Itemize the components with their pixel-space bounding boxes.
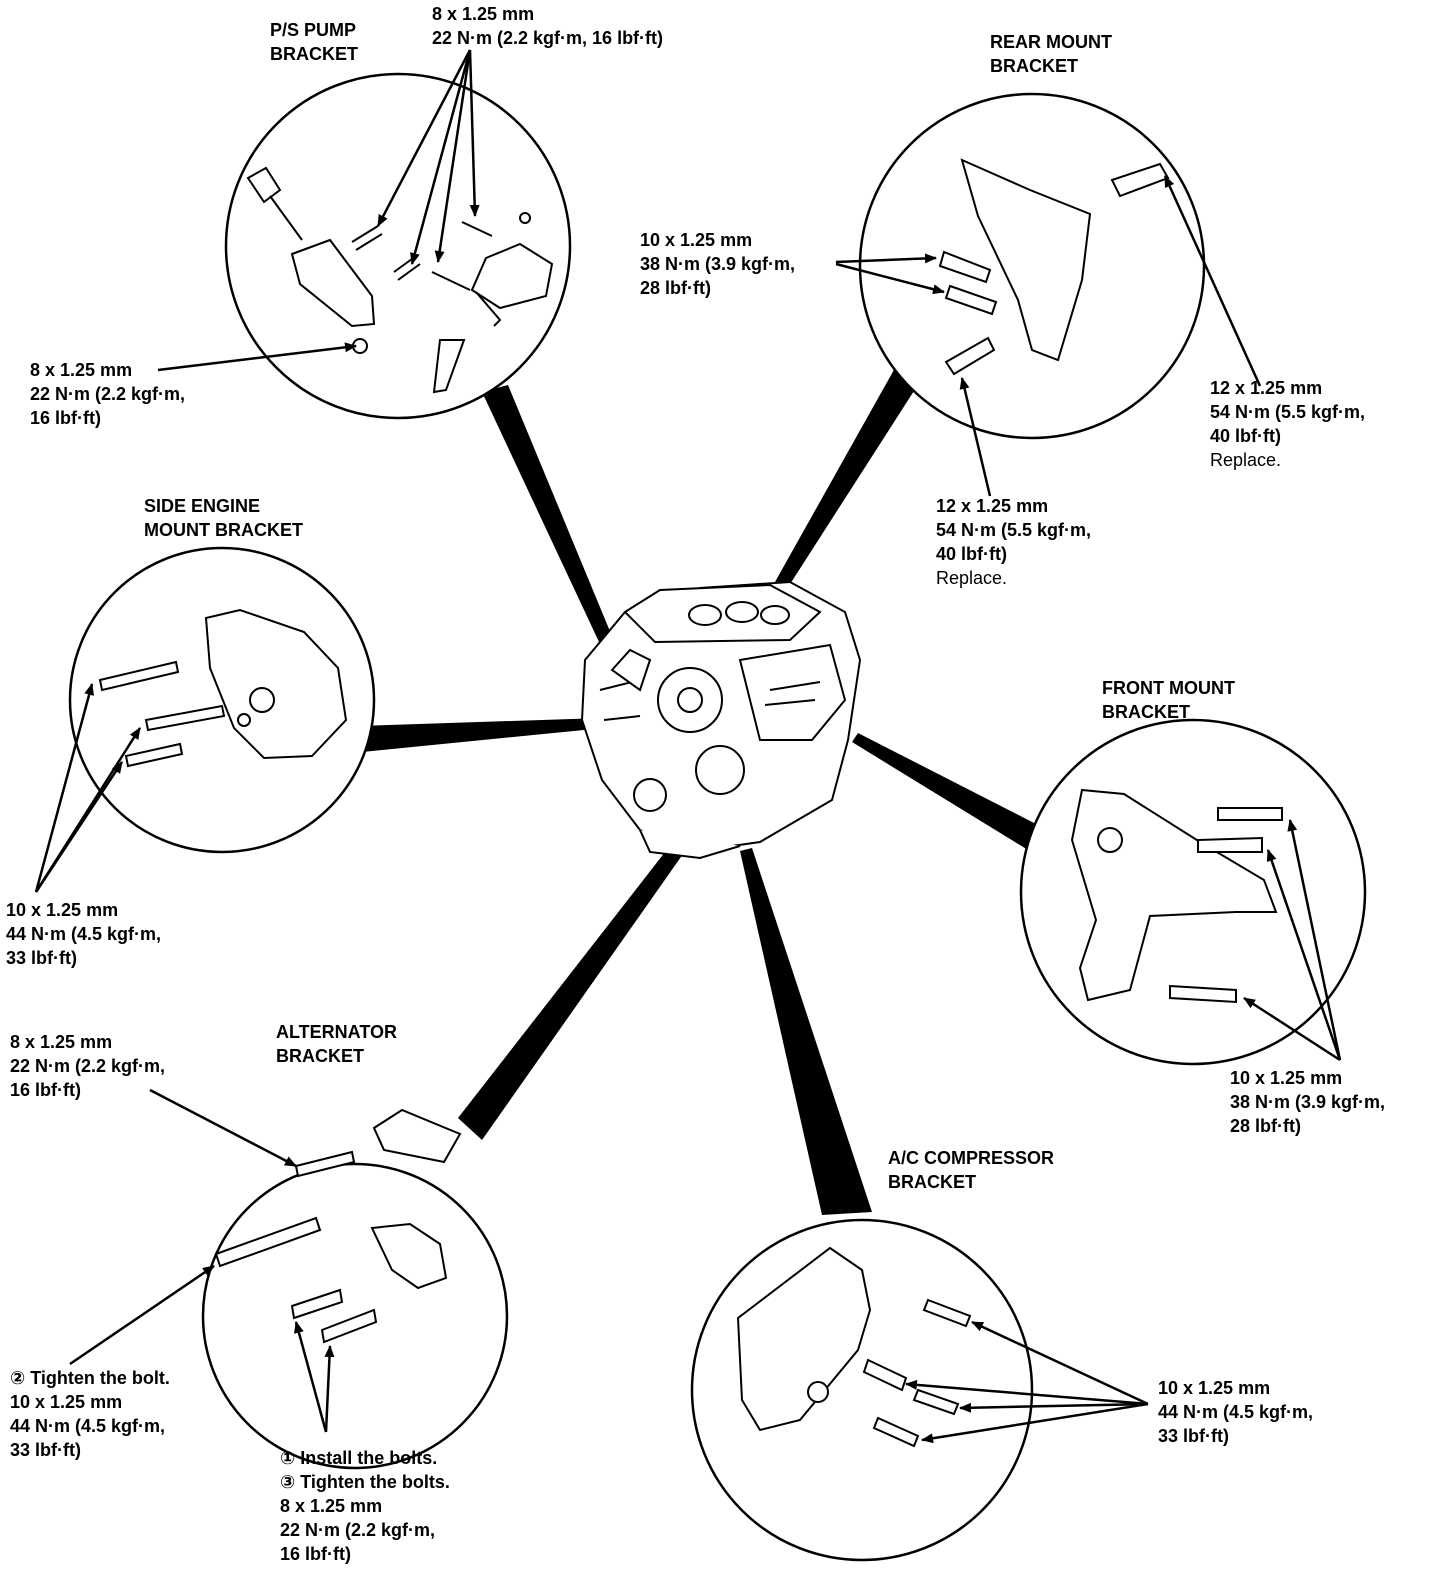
alternator-top-spec-lbf: 16 lbf·ft) xyxy=(10,1080,81,1100)
ac-compressor-spec-torque: 44 N·m (4.5 kgf·m, xyxy=(1158,1402,1314,1422)
alternator-top-spec-torque: 22 N·m (2.2 kgf·m, xyxy=(10,1056,166,1076)
wedge-alternator xyxy=(458,784,728,1140)
ps-pump-top-torque-spec: 8 x 1.25 mm 22 N·m (2.2 kgf·m, 16 lbf·ft… xyxy=(432,2,663,50)
front-mount-title-line-1: FRONT MOUNT xyxy=(1102,678,1235,698)
rear-mount-lower-spec-size: 12 x 1.25 mm xyxy=(936,496,1049,516)
ac-compressor-title-line-2: BRACKET xyxy=(888,1172,976,1192)
ps-pump-title-line-2: BRACKET xyxy=(270,44,358,64)
side-mount-parts xyxy=(98,608,348,768)
alternator-step13-size: 8 x 1.25 mm xyxy=(280,1496,383,1516)
rear-mount-left-spec-torque: 38 N·m (3.9 kgf·m, xyxy=(640,254,796,274)
front-mount-title-line-2: BRACKET xyxy=(1102,702,1190,722)
leader-arrows xyxy=(34,49,1342,1444)
ps-pump-top-spec-torque: 22 N·m (2.2 kgf·m, 16 lbf·ft) xyxy=(432,28,664,48)
rear-mount-lower-spec-torque: 54 N·m (5.5 kgf·m, xyxy=(936,520,1092,540)
rear-mount-title-line-1: REAR MOUNT xyxy=(990,32,1112,52)
alternator-step2-lbf: 33 lbf·ft) xyxy=(10,1440,81,1460)
alternator-step2-torque-spec: ② Tighten the bolt. 10 x 1.25 mm 44 N·m … xyxy=(10,1366,170,1462)
ps-pump-left-spec-torque: 22 N·m (2.2 kgf·m, xyxy=(30,384,186,404)
alternator-top-torque-spec: 8 x 1.25 mm 22 N·m (2.2 kgf·m, 16 lbf·ft… xyxy=(10,1030,165,1102)
rear-mount-lower-spec-replace: Replace. xyxy=(936,568,1008,588)
wedge-side-mount xyxy=(358,718,604,752)
connector-wedges xyxy=(358,368,1038,1215)
front-mount-spec-lbf: 28 lbf·ft) xyxy=(1230,1116,1301,1136)
wedge-front-mount xyxy=(852,733,1038,850)
alternator-top-spec-size: 8 x 1.25 mm xyxy=(10,1032,113,1052)
ps-pump-bracket-title: P/S PUMP BRACKET xyxy=(270,18,358,66)
side-mount-torque-spec: 10 x 1.25 mm 44 N·m (4.5 kgf·m, 33 lbf·f… xyxy=(6,898,161,970)
ac-compressor-spec-lbf: 33 lbf·ft) xyxy=(1158,1426,1229,1446)
alternator-step2-size: 10 x 1.25 mm xyxy=(10,1392,123,1412)
rear-mount-right-spec-replace: Replace. xyxy=(1210,450,1282,470)
ps-pump-top-spec-size: 8 x 1.25 mm xyxy=(432,4,535,24)
ac-compressor-spec-size: 10 x 1.25 mm xyxy=(1158,1378,1271,1398)
rear-mount-title-line-2: BRACKET xyxy=(990,56,1078,76)
alternator-title-line-2: BRACKET xyxy=(276,1046,364,1066)
alternator-step13-torque: 22 N·m (2.2 kgf·m, xyxy=(280,1520,436,1540)
front-mount-spec-size: 10 x 1.25 mm xyxy=(1230,1068,1343,1088)
alternator-step1-instruction: ① Install the bolts. xyxy=(280,1448,438,1468)
wedge-ac-compressor xyxy=(740,848,872,1215)
wedge-rear-mount xyxy=(766,368,921,606)
side-engine-mount-bracket-title: SIDE ENGINE MOUNT BRACKET xyxy=(144,494,303,542)
wedge-ps-pump xyxy=(482,385,626,674)
alternator-step13-torque-spec: ① Install the bolts. ③ Tighten the bolts… xyxy=(280,1446,450,1566)
rear-mount-left-spec-size: 10 x 1.25 mm xyxy=(640,230,753,250)
alternator-bracket-title: ALTERNATOR BRACKET xyxy=(276,1020,397,1068)
rear-mount-right-spec-lbf: 40 lbf·ft) xyxy=(1210,426,1281,446)
alternator-parts xyxy=(214,1108,462,1344)
rear-mount-left-spec-lbf: 28 lbf·ft) xyxy=(640,278,711,298)
side-mount-title-line-2: MOUNT BRACKET xyxy=(144,520,303,540)
ps-pump-title-line-1: P/S PUMP xyxy=(270,20,357,40)
ac-compressor-bracket-title: A/C COMPRESSOR BRACKET xyxy=(888,1146,1054,1194)
rear-mount-right-spec-size: 12 x 1.25 mm xyxy=(1210,378,1323,398)
alternator-step2-torque: 44 N·m (4.5 kgf·m, xyxy=(10,1416,166,1436)
side-mount-spec-size: 10 x 1.25 mm xyxy=(6,900,119,920)
alternator-step13-lbf: 16 lbf·ft) xyxy=(280,1544,351,1564)
front-mount-torque-spec: 10 x 1.25 mm 38 N·m (3.9 kgf·m, 28 lbf·f… xyxy=(1230,1066,1385,1138)
circle-ps-pump xyxy=(224,72,572,420)
front-mount-parts xyxy=(1070,788,1283,1004)
ps-pump-parts xyxy=(246,166,554,394)
ac-compressor-parts xyxy=(736,1246,972,1448)
ps-pump-left-spec-size: 8 x 1.25 mm xyxy=(30,360,133,380)
rear-mount-left-torque-spec: 10 x 1.25 mm 38 N·m (3.9 kgf·m, 28 lbf·f… xyxy=(640,228,795,300)
rear-mount-lower-torque-spec: 12 x 1.25 mm 54 N·m (5.5 kgf·m, 40 lbf·f… xyxy=(936,494,1091,590)
alternator-step3-instruction: ③ Tighten the bolts. xyxy=(280,1472,450,1492)
ps-pump-left-torque-spec: 8 x 1.25 mm 22 N·m (2.2 kgf·m, 16 lbf·ft… xyxy=(30,358,185,430)
rear-mount-bracket-title: REAR MOUNT BRACKET xyxy=(990,30,1112,78)
rear-mount-right-torque-spec: 12 x 1.25 mm 54 N·m (5.5 kgf·m, 40 lbf·f… xyxy=(1210,376,1365,472)
ac-compressor-torque-spec: 10 x 1.25 mm 44 N·m (4.5 kgf·m, 33 lbf·f… xyxy=(1158,1376,1313,1448)
rear-mount-lower-spec-lbf: 40 lbf·ft) xyxy=(936,544,1007,564)
ps-pump-left-spec-lbf: 16 lbf·ft) xyxy=(30,408,101,428)
side-mount-spec-torque: 44 N·m (4.5 kgf·m, xyxy=(6,924,162,944)
alternator-step2-instruction: ② Tighten the bolt. xyxy=(10,1368,170,1388)
front-mount-bracket-title: FRONT MOUNT BRACKET xyxy=(1102,676,1235,724)
engine-illustration xyxy=(580,580,862,860)
alternator-title-line-1: ALTERNATOR xyxy=(276,1022,397,1042)
side-mount-spec-lbf: 33 lbf·ft) xyxy=(6,948,77,968)
front-mount-spec-torque: 38 N·m (3.9 kgf·m, xyxy=(1230,1092,1386,1112)
circle-alternator xyxy=(201,1162,509,1470)
rear-mount-right-spec-torque: 54 N·m (5.5 kgf·m, xyxy=(1210,402,1366,422)
ac-compressor-title-line-1: A/C COMPRESSOR xyxy=(888,1148,1055,1168)
rear-mount-parts xyxy=(938,158,1170,376)
side-mount-title-line-1: SIDE ENGINE xyxy=(144,496,261,516)
